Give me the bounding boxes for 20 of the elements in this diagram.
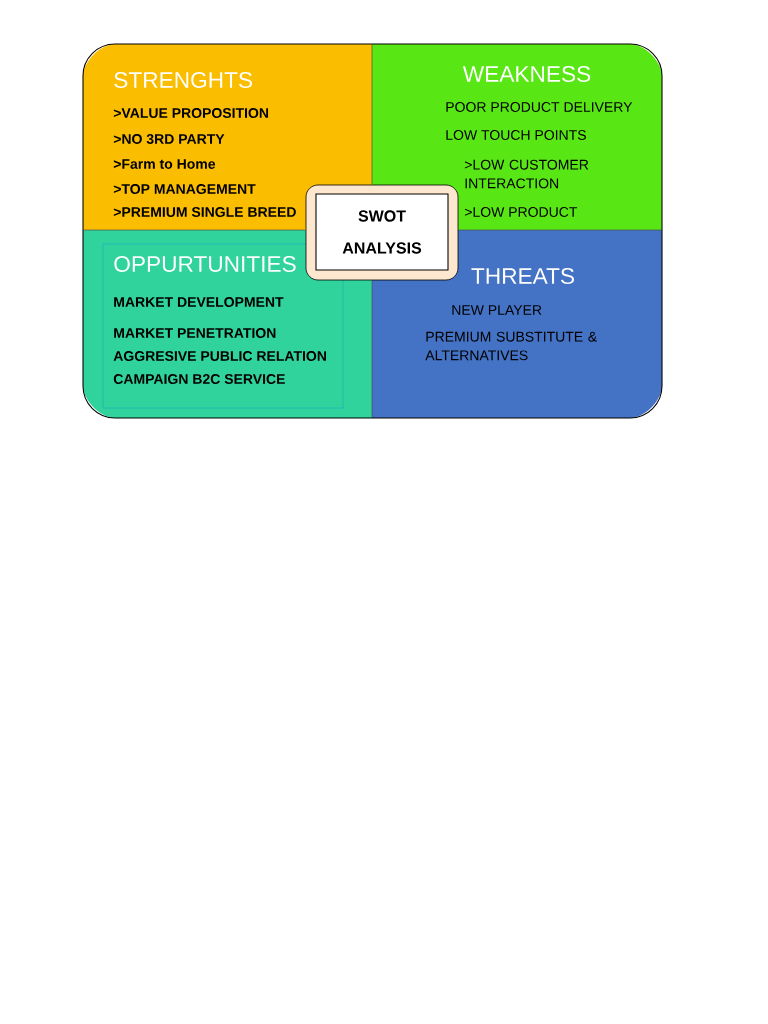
list-item: CAMPAIGN B2C SERVICE bbox=[113, 374, 285, 384]
list-item: >VALUE PROPOSITION bbox=[113, 108, 269, 118]
list-item: >PREMIUM SINGLE BREED bbox=[113, 207, 296, 217]
list-item: NEW PLAYER bbox=[452, 305, 542, 315]
list-item: LOW TOUCH POINTS bbox=[446, 130, 586, 140]
title-box: SWOT ANALYSIS bbox=[305, 184, 459, 281]
list-item: AGGRESIVE PUBLIC RELATION bbox=[113, 351, 326, 361]
list-item: MARKET DEVELOPMENT bbox=[114, 297, 284, 307]
list-item: >Farm to Home bbox=[113, 159, 216, 169]
list-item: >LOW CUSTOMER INTERACTION bbox=[464, 159, 589, 189]
heading: OPPURTUNITIES bbox=[114, 256, 296, 273]
list-item: PREMIUM SUBSTITUTE & ALTERNATIVES bbox=[425, 331, 597, 361]
heading: THREATS bbox=[471, 268, 574, 285]
list-item: >TOP MANAGEMENT bbox=[113, 184, 256, 194]
list-item: >NO 3RD PARTY bbox=[113, 134, 225, 144]
heading: STRENGHTS bbox=[114, 71, 252, 89]
list-item: >LOW PRODUCT bbox=[464, 207, 578, 217]
list-item: MARKET PENETRATION bbox=[114, 328, 276, 338]
list-item: POOR PRODUCT DELIVERY bbox=[446, 102, 633, 112]
heading: WEAKNESS bbox=[462, 65, 591, 83]
